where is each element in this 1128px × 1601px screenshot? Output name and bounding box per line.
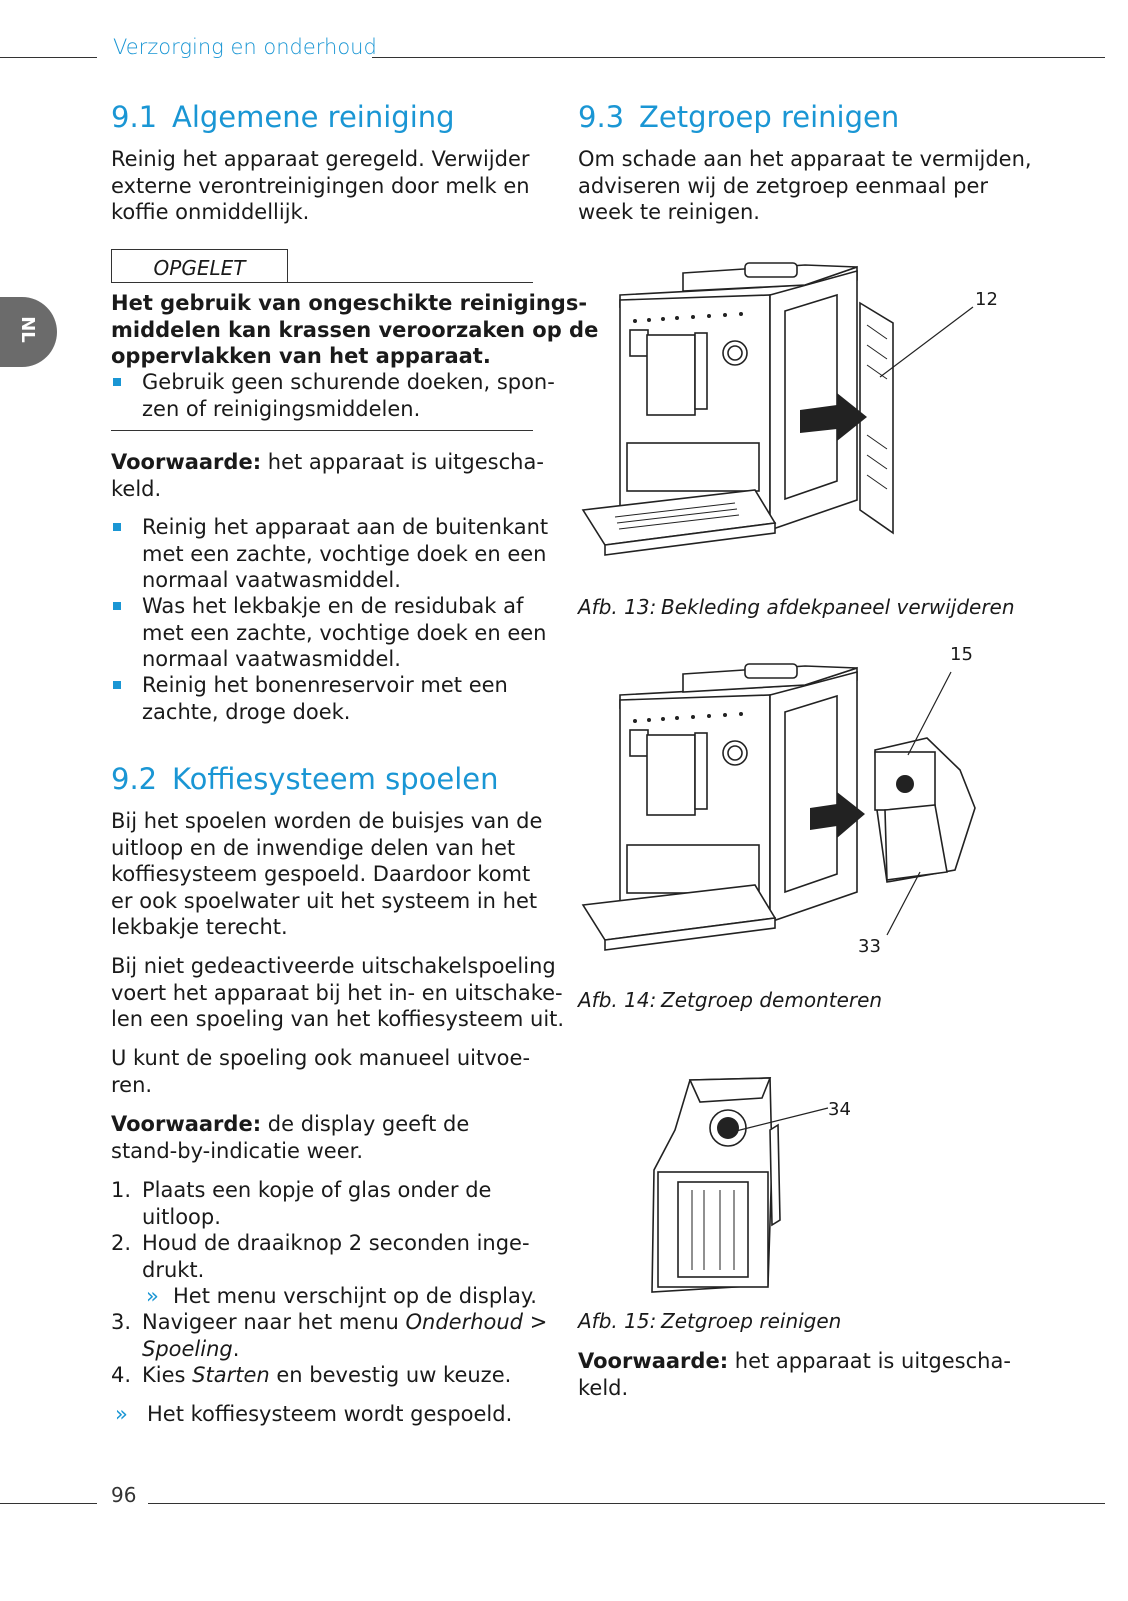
step-2: 2. Houd de draaiknop 2 seconden inge-dru…	[111, 1231, 530, 1282]
step-4: 4. Kies Starten en bevestig uw keuze.	[111, 1363, 512, 1387]
section-9-1-condition: Voorwaarde: het apparaat is uitgescha- k…	[111, 450, 544, 501]
figure-15-illustration	[651, 1077, 829, 1293]
header-rule-left	[0, 57, 97, 58]
figure-13-caption: Afb. 13:Bekleding afdekpaneel verwijdere…	[578, 595, 1015, 619]
notice-label: OPGELET	[153, 256, 246, 280]
figure-14-callout-33: 33	[858, 936, 881, 957]
language-tab-label: NL	[16, 316, 38, 343]
section-9-2-condition: Voorwaarde: de display geeft de stand-by…	[111, 1112, 470, 1163]
step-3: 3. Navigeer naar het menu Onderhoud > Sp…	[111, 1310, 548, 1361]
section-9-2-result: » Het koffiesysteem wordt gespoeld.	[115, 1402, 513, 1426]
notice-warning-text: Het gebruik van ongeschikte reinigings-m…	[111, 291, 599, 368]
section-9-2-para-1: Bij het spoelen worden de buisjes van de…	[111, 809, 543, 939]
notice-top-rule	[111, 282, 533, 283]
notice-bullet: Gebruik geen schurende doeken, spon-zen …	[111, 369, 555, 422]
header-section-title: Verzorging en onderhoud	[113, 35, 377, 59]
figure-14-callout-15: 15	[950, 644, 973, 665]
footer-rule-left	[0, 1503, 97, 1504]
header-rule-right	[372, 57, 1105, 58]
figure-14-caption: Afb. 14:Zetgroep demonteren	[578, 988, 883, 1012]
figure-13-illustration	[581, 262, 974, 556]
section-9-2-para-3: U kunt de spoeling ook manueel uitvoe-re…	[111, 1046, 531, 1097]
section-9-3-condition: Voorwaarde: het apparaat is uitgescha- k…	[578, 1349, 1011, 1400]
language-tab: NL	[0, 297, 57, 367]
figure-15-callout-34: 34	[828, 1099, 851, 1120]
section-9-2-para-2: Bij niet gedeactiveerde uitschakelspoeli…	[111, 954, 565, 1031]
footer-rule-right	[148, 1503, 1105, 1504]
notice-bottom-rule	[111, 430, 533, 431]
figure-13-callout-12: 12	[975, 289, 998, 310]
figure-14-illustration	[581, 663, 976, 951]
section-9-3-intro: Om schade aan het apparaat te vermijden,…	[578, 147, 1032, 224]
step-2-result: » Het menu verschijnt op de display.	[146, 1284, 537, 1308]
figure-15-caption: Afb. 15:Zetgroep reinigen	[578, 1309, 842, 1333]
notice-label-box: OPGELET	[111, 249, 288, 283]
page-number: 96	[111, 1483, 137, 1507]
